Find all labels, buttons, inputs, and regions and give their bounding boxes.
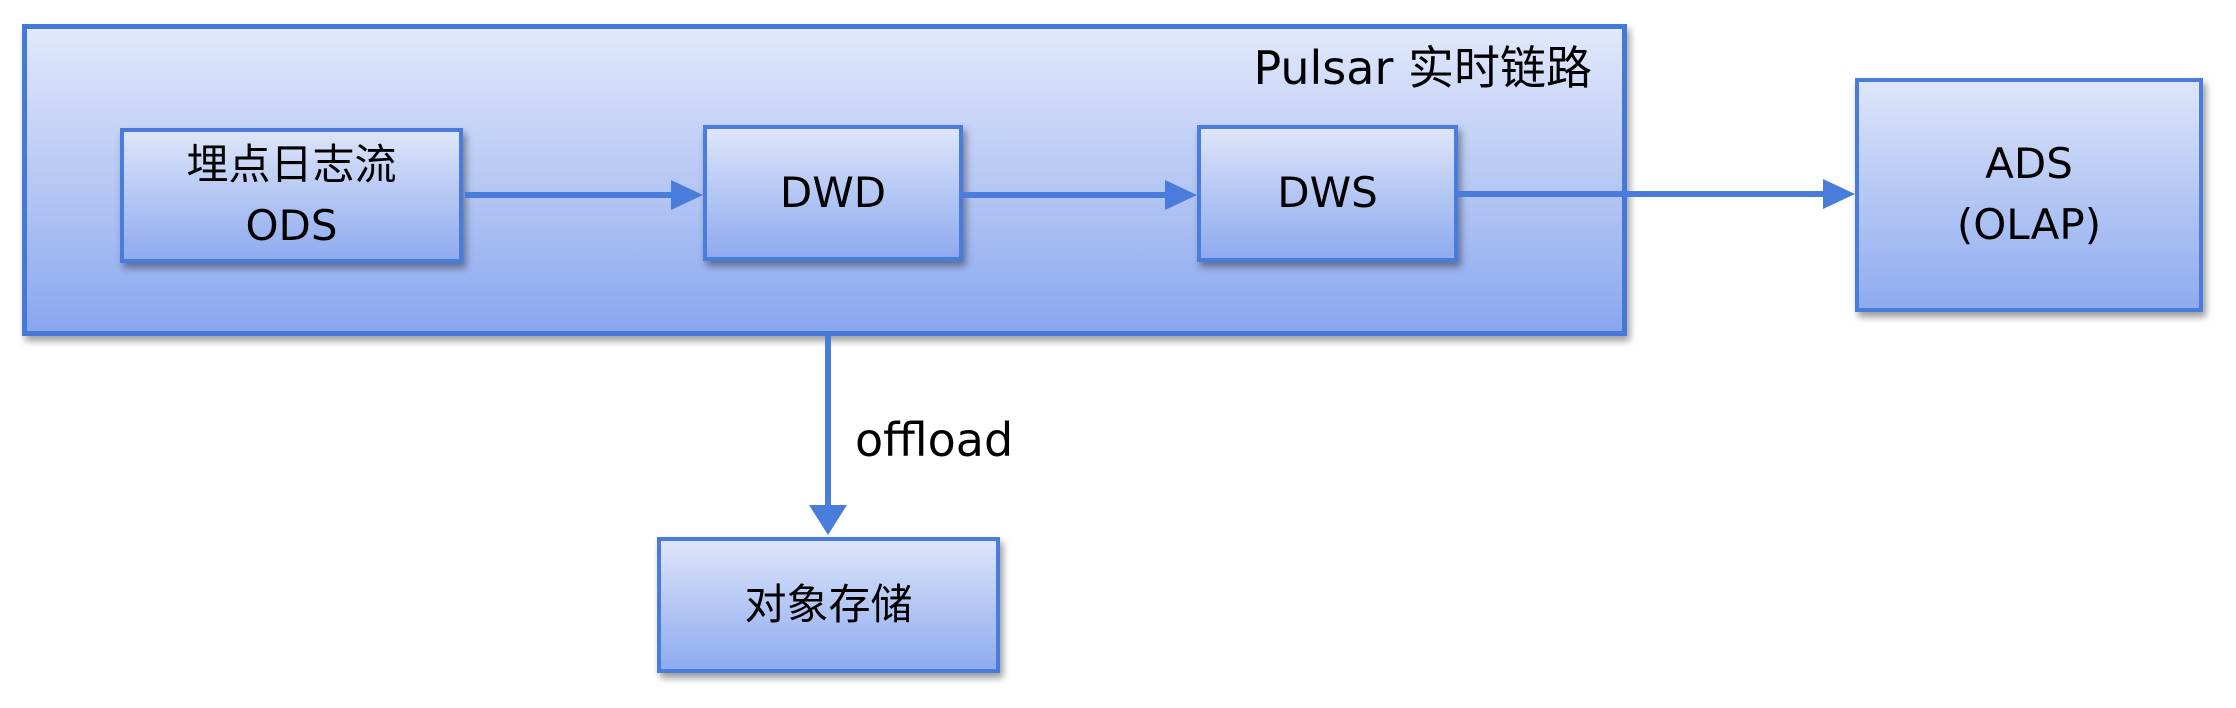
- edge-group-to-object-storage-arrowhead-icon: [809, 505, 847, 535]
- edge-ods-to-dwd-arrowhead-icon: [671, 180, 703, 210]
- edge-dwd-to-dws-line: [963, 192, 1167, 198]
- node-ods: 埋点日志流 ODS: [120, 128, 463, 263]
- group-title: Pulsar 实时链路: [1253, 41, 1592, 95]
- edge-dwd-to-dws-arrowhead-icon: [1165, 180, 1197, 210]
- edge-dws-to-ads-line: [1458, 191, 1825, 197]
- node-dws: DWS: [1197, 125, 1458, 262]
- node-object-storage: 对象存储: [657, 537, 1000, 673]
- node-dwd: DWD: [703, 125, 963, 261]
- pulsar-realtime-group: Pulsar 实时链路 埋点日志流 ODS DWD DWS: [22, 24, 1627, 336]
- node-ads: ADS (OLAP): [1855, 78, 2203, 312]
- edge-group-to-object-storage-line: [825, 334, 831, 507]
- edge-label-offload: offload: [855, 413, 1014, 467]
- edge-dws-to-ads-arrowhead-icon: [1823, 179, 1855, 209]
- edge-ods-to-dwd-line: [465, 192, 673, 198]
